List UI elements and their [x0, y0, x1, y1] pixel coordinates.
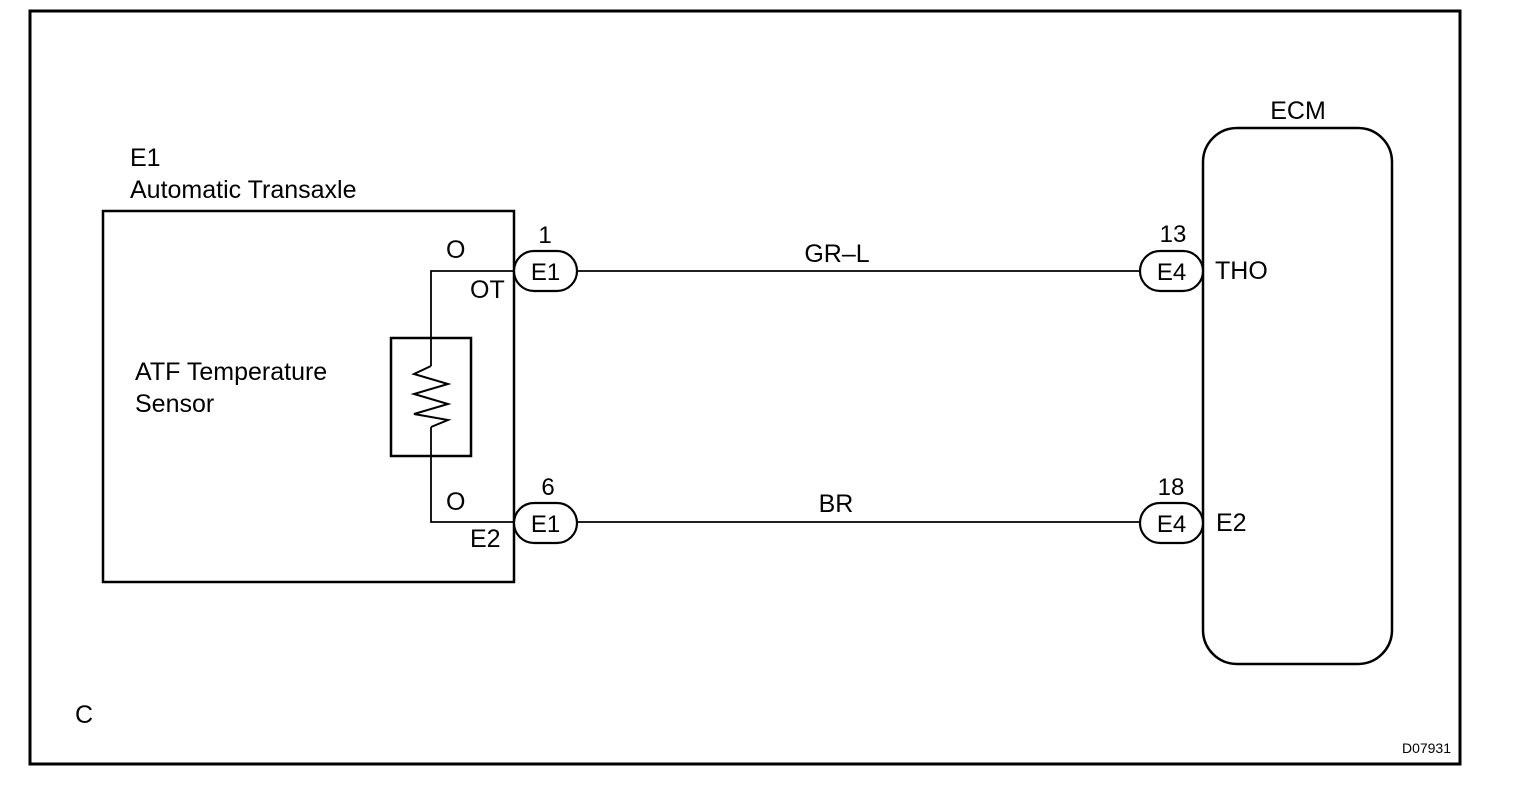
connector-e4-upper: E4	[1138, 249, 1205, 293]
thermistor-box	[389, 336, 473, 458]
ecm-pin-upper: 13	[1160, 221, 1187, 248]
sensor-lower-lead	[430, 427, 514, 523]
diagram-frame	[28, 9, 1462, 766]
ecm-pin-lower: 18	[1158, 474, 1185, 501]
sensor-label-line1: ATF Temperature	[135, 358, 327, 386]
ecm-label: ECM	[1270, 97, 1326, 125]
color-code-upper: O	[446, 236, 465, 264]
figure-code: D07931	[1402, 740, 1451, 756]
svg-text:E4: E4	[1157, 259, 1186, 286]
component-id: E1	[130, 144, 161, 172]
ecm-terminal-upper: THO	[1215, 257, 1268, 285]
sensor-terminal-lower: E2	[470, 525, 501, 553]
svg-text:E1: E1	[531, 259, 560, 286]
color-code-lower: O	[446, 488, 465, 516]
connector-e4-lower: E4	[1138, 501, 1205, 545]
transaxle-box	[101, 209, 516, 584]
sensor-pin-lower: 6	[541, 474, 554, 501]
sensor-label-line2: Sensor	[135, 390, 214, 418]
svg-text:E1: E1	[531, 511, 560, 538]
corner-letter: C	[75, 701, 93, 729]
wire-color-upper: GR–L	[804, 240, 869, 268]
connector-e1-upper: E1	[512, 249, 579, 293]
ecm-box	[1201, 126, 1394, 666]
component-name: Automatic Transaxle	[130, 176, 357, 204]
ecm-terminal-lower: E2	[1216, 509, 1247, 537]
sensor-terminal-upper: OT	[470, 276, 505, 304]
svg-text:E4: E4	[1157, 511, 1186, 538]
wire-color-lower: BR	[819, 490, 854, 518]
sensor-upper-lead	[430, 270, 514, 366]
connector-e1-lower: E1	[512, 501, 579, 545]
sensor-pin-upper: 1	[538, 222, 551, 249]
resistor-symbol	[410, 365, 452, 428]
